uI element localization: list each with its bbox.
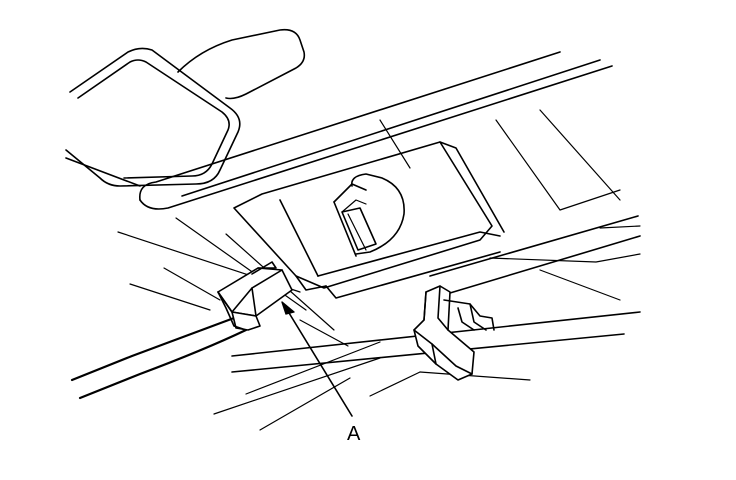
connector-a <box>217 261 293 331</box>
callout-label-a: A <box>347 423 361 445</box>
socket <box>333 173 405 257</box>
retainer-clip <box>413 285 495 381</box>
upper-rail <box>65 51 613 210</box>
cable-harness <box>70 316 248 400</box>
floor-lines <box>117 217 349 347</box>
center-housing <box>233 109 621 299</box>
callout-a-leader <box>281 301 353 417</box>
upper-bracket <box>65 28 306 187</box>
right-rails <box>429 215 641 301</box>
